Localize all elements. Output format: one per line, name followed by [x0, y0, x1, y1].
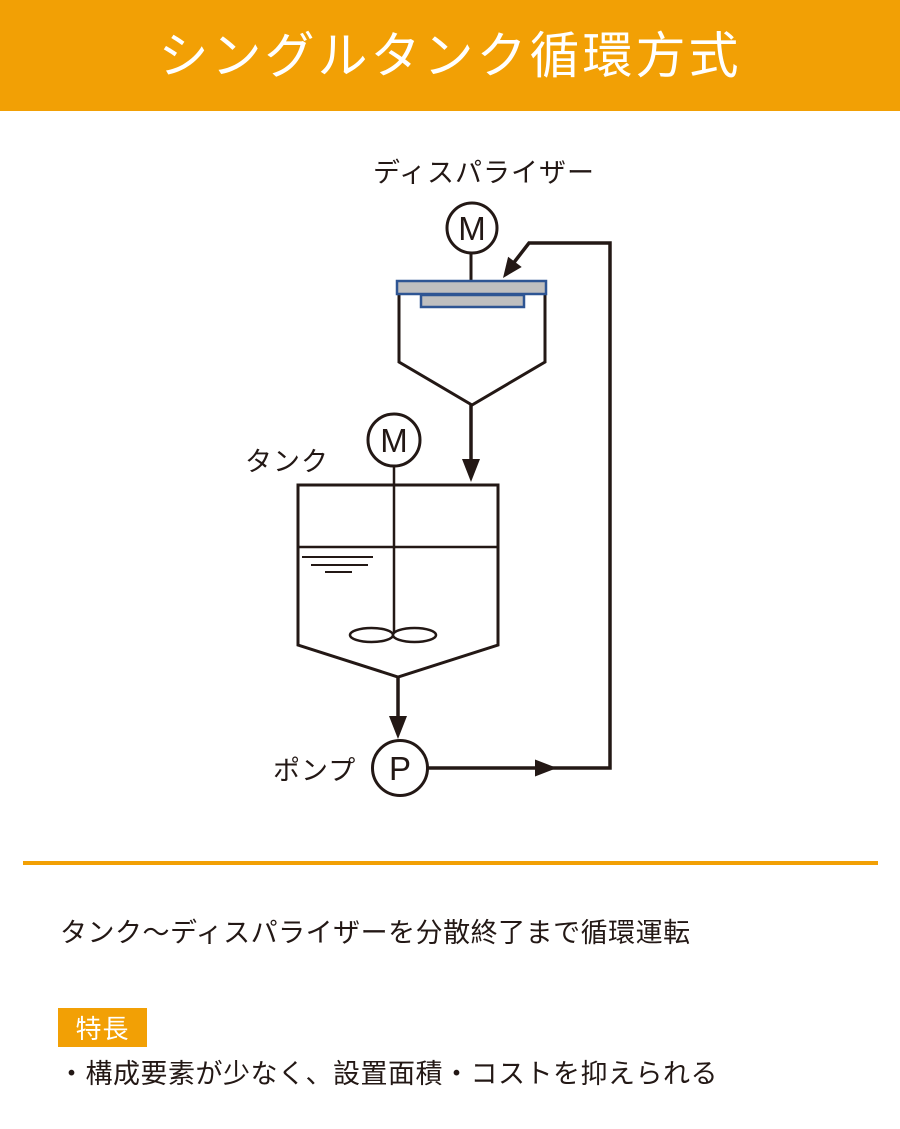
- features-badge: 特長: [58, 1008, 147, 1047]
- disperser-label: ディスパライザー: [373, 158, 595, 188]
- page-title: シングルタンク循環方式: [158, 27, 742, 84]
- page-header: シングルタンク循環方式: [0, 0, 900, 111]
- return-to-disperser-arrowhead: [503, 256, 522, 278]
- circulation-diagram: ディスパライザー M タンク M: [0, 130, 900, 845]
- pump-outlet-arrowhead: [535, 759, 557, 777]
- operation-description: タンク〜ディスパライザーを分散終了まで循環運転: [60, 918, 691, 948]
- tank-motor-symbol: M: [380, 422, 408, 459]
- feature-bullet-item: ・構成要素が少なく、設置面積・コストを抑えられる: [58, 1059, 718, 1089]
- tank-motor-circle: [366, 412, 422, 468]
- disperser-motor-symbol: M: [458, 210, 486, 247]
- disperser-lid-bar: [395, 279, 548, 296]
- disperser-vessel-outline: [397, 294, 547, 407]
- pump-circle: [371, 739, 429, 797]
- water-surface-marks: [302, 556, 373, 573]
- circulation-return-pipe: [428, 241, 612, 770]
- disperser-to-tank-arrowhead: [462, 459, 480, 482]
- section-divider: [23, 861, 878, 865]
- pump-label: ポンプ: [273, 756, 356, 786]
- tank-to-pump-arrowhead: [389, 716, 407, 739]
- tank-outline: [296, 483, 500, 679]
- tank-propeller: [348, 626, 438, 644]
- circulation-diagram-svg: ディスパライザー M タンク M: [245, 158, 612, 797]
- pump-symbol: P: [389, 750, 411, 787]
- disperser-inner-plate: [419, 293, 526, 309]
- tank-label: タンク: [245, 447, 329, 477]
- disperser-motor-circle: [445, 201, 499, 255]
